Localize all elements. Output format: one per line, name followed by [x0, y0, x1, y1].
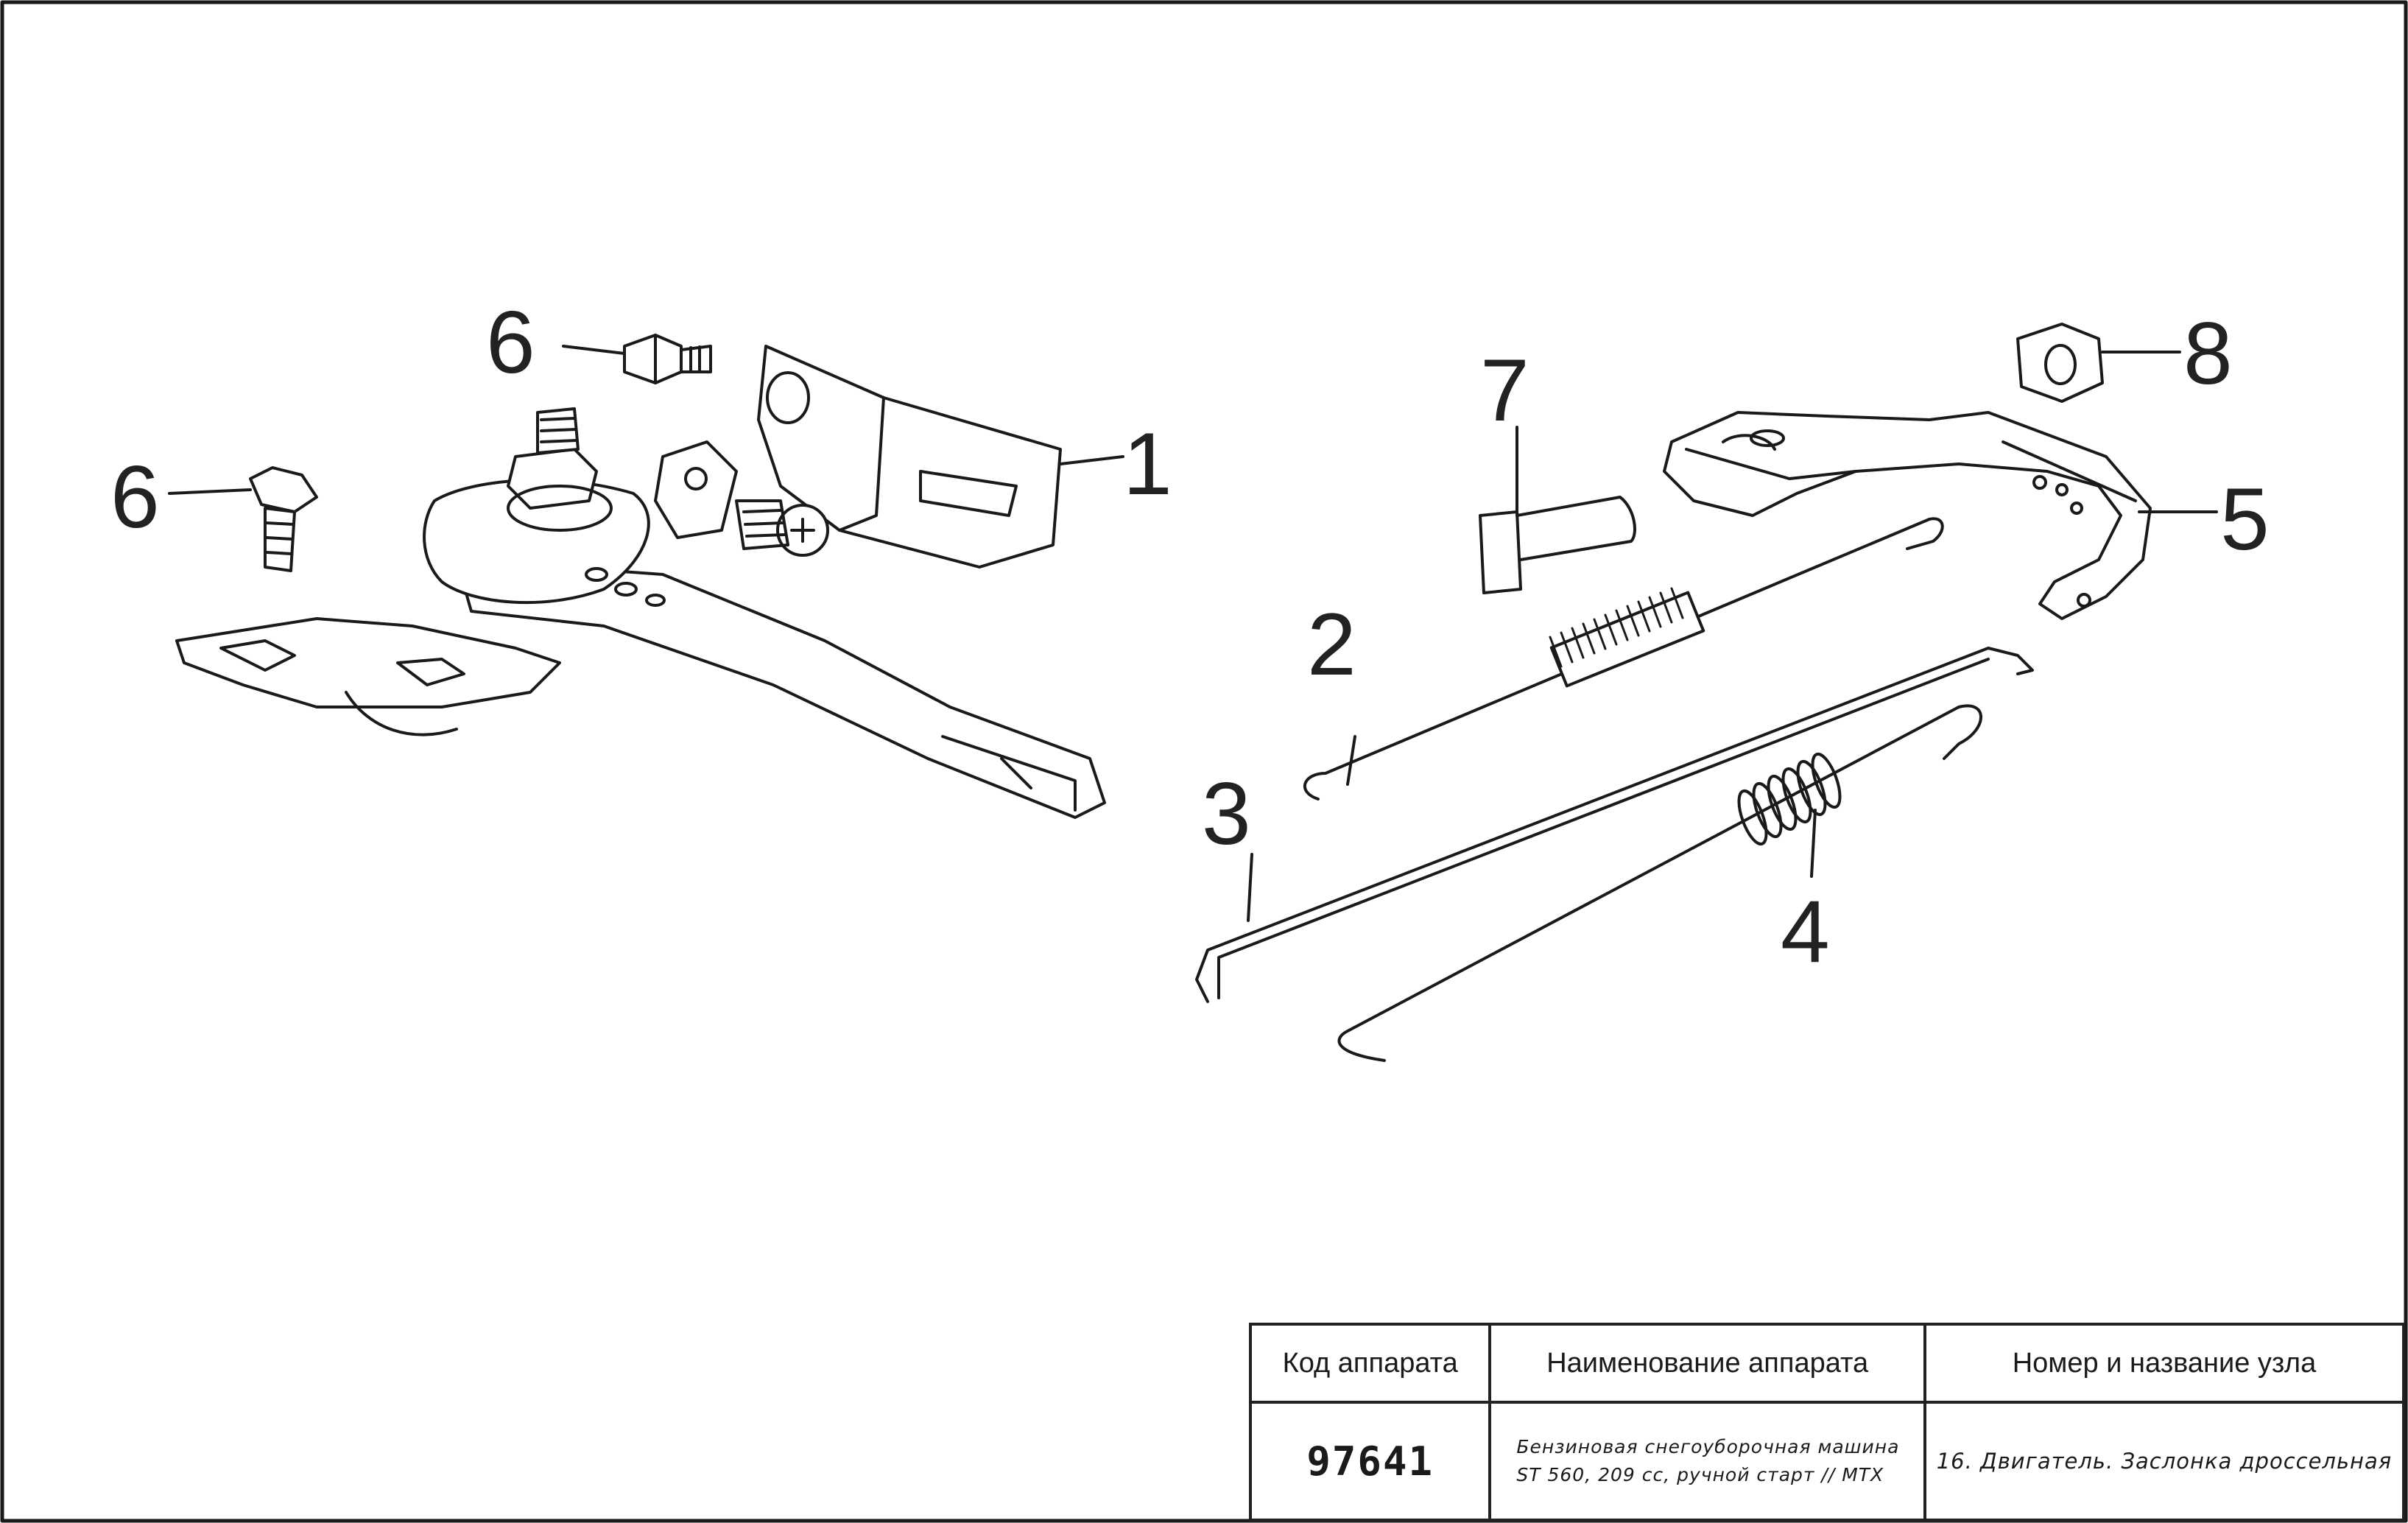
part-6-bolt-left [168, 466, 318, 572]
part-8-nut [2016, 323, 2181, 403]
part-7-pin [1479, 426, 1636, 594]
callout-4: 4 [1781, 882, 1830, 981]
callout-6-upper: 6 [486, 293, 535, 392]
part-6-bolt-upper [562, 334, 712, 384]
callout-7: 7 [1480, 341, 1529, 440]
callout-8: 8 [2183, 304, 2233, 403]
callout-1: 1 [1123, 415, 1172, 513]
part-3-rod [1195, 647, 2034, 1003]
part-1-governor-lever-assembly [175, 345, 1124, 819]
callout-3: 3 [1202, 764, 1251, 863]
callout-5: 5 [2220, 470, 2270, 569]
apparatus-name: Бензиновая снегоуборочная машина ST 560,… [1488, 1401, 1926, 1522]
apparatus-name-line-2: ST 560, 209 cc, ручной старт // MTX [1516, 1464, 1884, 1485]
part-2-spring-rod [1303, 517, 1944, 801]
apparatus-name-line-1: Бензиновая снегоуборочная машина [1516, 1436, 1900, 1457]
header-apparatus-code: Код аппарата [1248, 1323, 1492, 1404]
apparatus-code: 97641 [1248, 1401, 1492, 1522]
callout-2: 2 [1307, 595, 1356, 694]
title-block: Код аппарата Наименование аппарата Номер… [1248, 1323, 2406, 1522]
callout-6-left: 6 [110, 448, 160, 546]
node-name: 16. Двигатель. Заслонка дроссельная [1923, 1401, 2406, 1522]
part-5-bracket [1663, 411, 2218, 620]
part-4-spring [1337, 704, 1982, 1062]
header-node-name: Номер и название узла [1923, 1323, 2406, 1404]
header-apparatus-name: Наименование аппарата [1488, 1323, 1926, 1404]
